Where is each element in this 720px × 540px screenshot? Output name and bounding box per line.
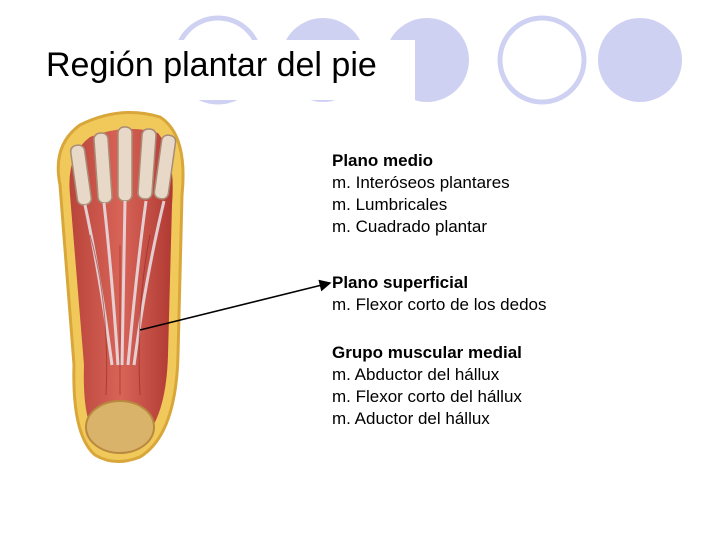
group-item: m. Interóseos plantares <box>332 173 510 192</box>
group-item: m. Lumbricales <box>332 195 448 214</box>
decorative-circles <box>40 15 682 105</box>
group-heading: Plano superficial <box>332 273 469 292</box>
group-heading: Grupo muscular medial <box>332 343 522 362</box>
group-plano-superficial: Plano superficial m. Flexor corto de los… <box>332 272 546 316</box>
group-item: m. Abductor del hállux <box>332 365 500 384</box>
group-item: m. Aductor del hállux <box>332 409 490 428</box>
decor-circle-outline-2 <box>497 15 587 105</box>
group-item: m. Flexor corto de los dedos <box>332 295 547 314</box>
group-item: m. Flexor corto del hállux <box>332 387 522 406</box>
foot-illustration <box>56 111 185 463</box>
slide-title: Región plantar del pie <box>46 46 377 84</box>
group-item: m. Cuadrado plantar <box>332 217 487 236</box>
group-muscular-medial: Grupo muscular medial m. Abductor del há… <box>332 342 522 430</box>
decor-circle-filled-3 <box>598 18 682 102</box>
group-plano-medio: Plano medio m. Interóseos plantares m. L… <box>332 150 510 238</box>
group-heading: Plano medio <box>332 151 434 170</box>
title-backdrop <box>40 40 415 100</box>
